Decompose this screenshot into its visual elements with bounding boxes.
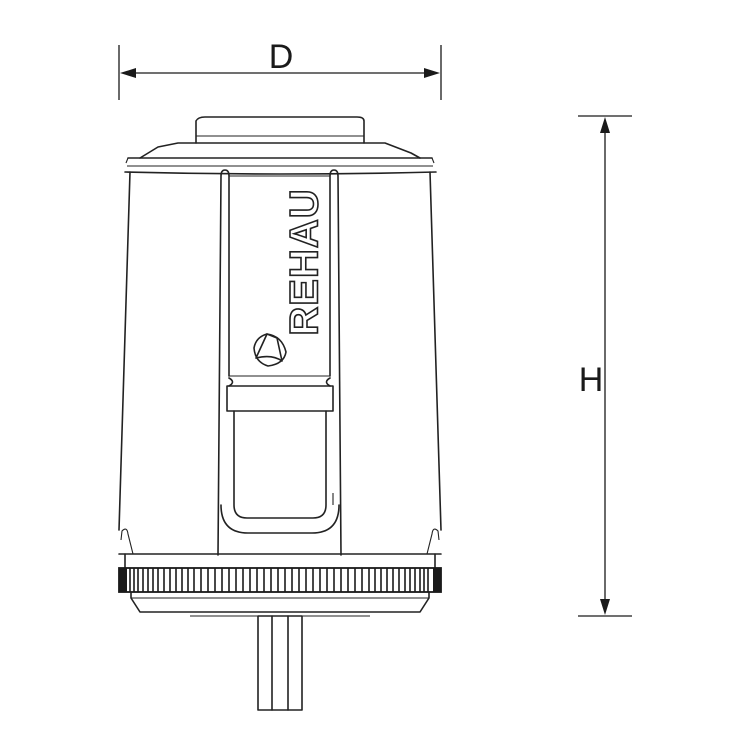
front-panel-left-rail — [217, 169, 230, 556]
rehau-triangle-circle-logo-icon — [253, 333, 287, 367]
dimension-d-label: D — [269, 38, 294, 76]
arrow-left-icon — [120, 68, 136, 78]
cable — [257, 615, 303, 711]
dimension-h: H — [578, 115, 632, 617]
arrow-down-icon — [600, 599, 610, 615]
indicator-window — [233, 410, 327, 519]
front-panel-right-rail — [329, 169, 342, 556]
housing-left-edge — [118, 171, 131, 531]
housing-right-edge — [429, 171, 442, 531]
arrow-up-icon — [600, 117, 610, 133]
dimension-d: D — [118, 38, 442, 100]
top-cap — [195, 116, 365, 144]
shoulder — [139, 142, 421, 159]
actuator-body: REHAU — [118, 116, 442, 711]
lower-base — [130, 591, 430, 613]
knurled-ring — [118, 567, 442, 593]
brand-logo-text: REHAU — [283, 188, 327, 335]
arrow-right-icon — [424, 68, 440, 78]
slider-block — [226, 385, 334, 412]
dimension-h-label: H — [579, 361, 604, 399]
